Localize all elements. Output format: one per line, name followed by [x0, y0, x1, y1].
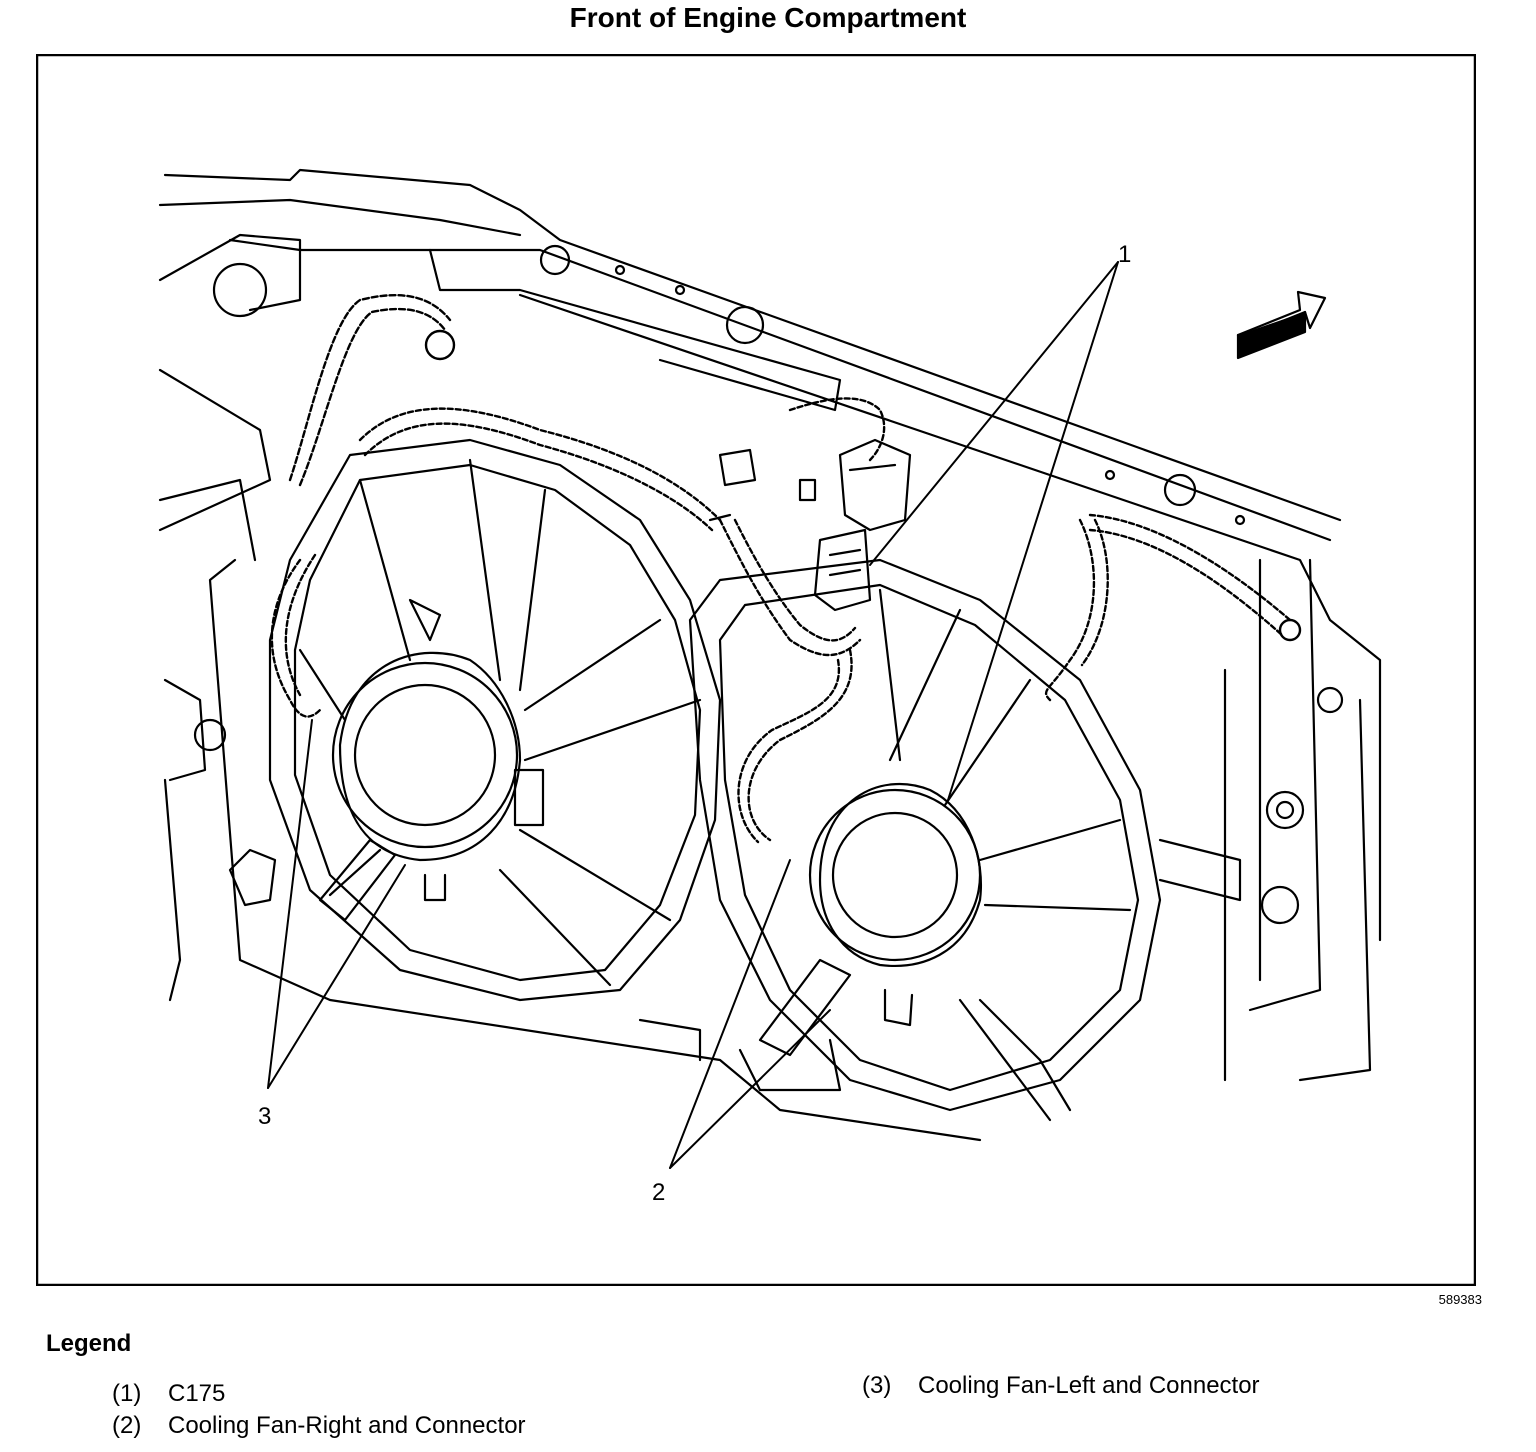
legend-heading: Legend [46, 1330, 132, 1357]
diagram-frame: 1 2 3 [36, 54, 1476, 1286]
callout-leaders [267, 261, 1119, 1169]
callout-2: 2 [652, 1179, 665, 1206]
legend-item-text: C175 [168, 1380, 226, 1407]
figure-id: 589383 [1438, 1292, 1482, 1307]
legend-item-number: (1) [112, 1380, 142, 1407]
callout-3: 3 [258, 1103, 271, 1130]
left-cooling-fan [268, 438, 722, 1002]
lower-connectors [318, 838, 852, 1092]
diagram-title: Front of Engine Compartment [569, 2, 967, 33]
figure-border [36, 54, 1476, 1286]
legend-item-number: (3) [862, 1372, 892, 1399]
callout-1: 1 [1118, 241, 1131, 268]
left-side-structure [158, 233, 982, 1142]
legend-item-2: (2) Cooling Fan-Right and Connector [112, 1412, 526, 1440]
c175-connector [708, 438, 912, 612]
orientation-arrow-icon [1236, 290, 1327, 360]
legend-item-text: Cooling Fan-Right and Connector [168, 1412, 526, 1439]
legend-item-3: (3) Cooling Fan-Left and Connector [862, 1372, 1260, 1400]
wiring-harness [270, 294, 1302, 844]
legend-item-1: (1) C175 [112, 1380, 225, 1408]
legend-item-number: (2) [112, 1412, 142, 1439]
radiator-support [158, 168, 1382, 1082]
right-cooling-fan [688, 558, 1242, 1122]
legend-item-text: Cooling Fan-Left and Connector [918, 1372, 1260, 1399]
